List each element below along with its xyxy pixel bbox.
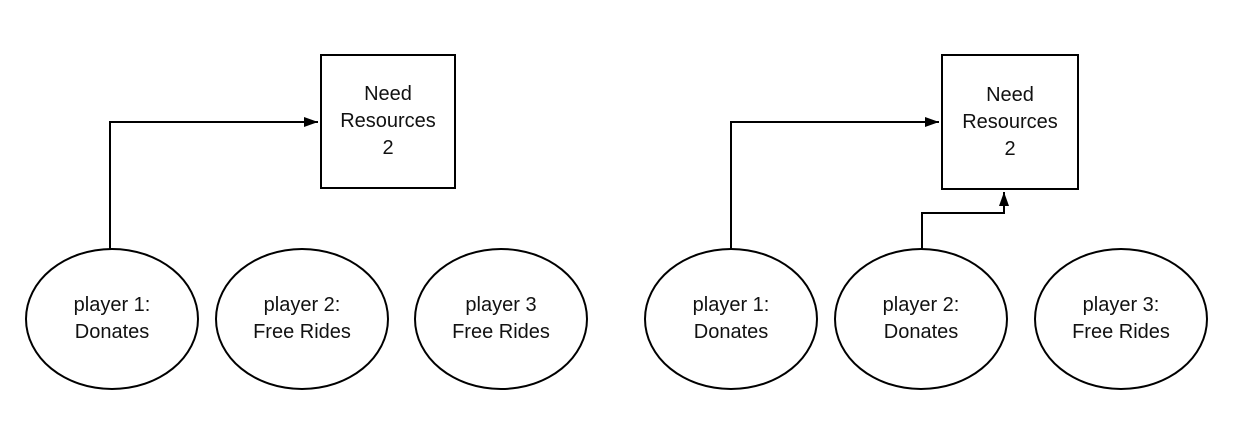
player-label-line: Donates [883,321,959,343]
left-need-resources-box: Need Resources 2 [320,54,456,189]
box-label-line: Resources [340,110,436,132]
edge-right-player1-to-box [730,117,939,250]
edge-right-player2-to-box [921,192,1009,252]
box-label-line: Resources [962,110,1058,133]
player-label-line: Donates [74,321,150,343]
player-label-line: Free Rides [253,321,351,343]
player-label-line: Donates [693,321,769,343]
player-label-line: player 2: [882,294,960,316]
right-need-resources-box: Need Resources 2 [941,54,1079,190]
player-label-line: Free Rides [452,321,550,343]
player-label-line: Free Rides [1072,321,1170,343]
left-player2-ellipse: player 2: Free Rides [215,248,389,390]
right-player1-ellipse: player 1: Donates [644,248,818,390]
right-player2-ellipse: player 2: Donates [834,248,1008,390]
player-label-line: player 3 [465,294,537,316]
player-label-line: player 1: [73,294,151,316]
box-label-line: Need [986,83,1034,106]
player-label-line: player 2: [263,294,341,316]
left-player1-ellipse: player 1: Donates [25,248,199,390]
player-label-line: player 1: [692,294,770,316]
right-player3-ellipse: player 3: Free Rides [1034,248,1208,390]
edge-left-player1-to-box [109,117,318,250]
left-player3-ellipse: player 3 Free Rides [414,248,588,390]
box-label-line: Need [364,83,412,105]
box-label-line: 2 [1004,137,1016,160]
box-label-line: 2 [382,137,394,159]
player-label-line: player 3: [1082,294,1160,316]
